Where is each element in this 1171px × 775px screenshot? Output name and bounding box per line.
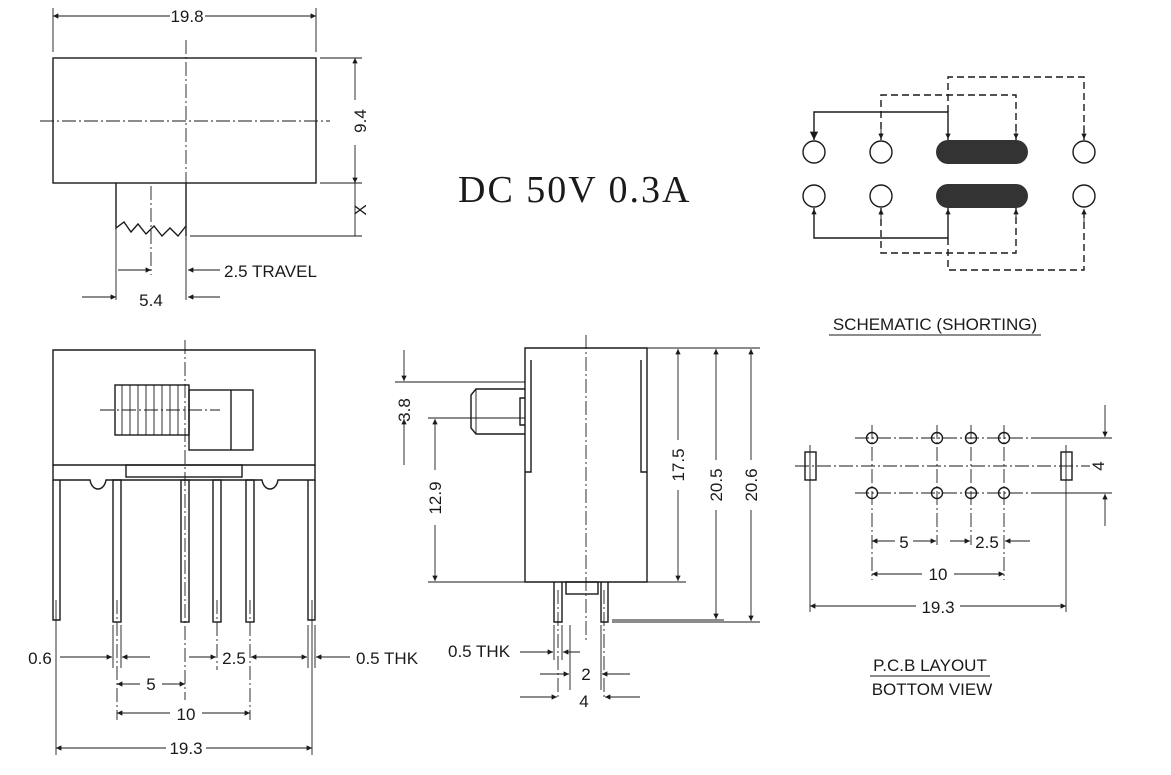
dim-2-side: 2 [581,665,590,684]
shorting-bar-bottom [936,184,1028,208]
dim-4-side: 4 [579,692,588,711]
dim-20-5: 20.5 [707,468,726,501]
pcb-dim-10: 10 [929,565,948,584]
top-width-label: 19.8 [170,7,203,26]
dim-20-6: 20.6 [742,468,761,501]
pcb-hole [964,431,978,445]
pin [180,479,190,623]
pcb-dim-19-3: 19.3 [921,598,954,617]
travel-label: 2.5 TRAVEL [224,262,317,281]
pcb-caption-2: BOTTOM VIEW [872,680,993,699]
slider-knob-top [115,183,187,238]
dim-0-6: 0.6 [28,649,52,668]
dim-3-8: 3.8 [395,398,414,422]
terminal [802,184,826,208]
terminal [869,140,893,164]
top-view: 19.8 9.4 X 2.5 TRAVEL 5.4 [40,7,370,310]
dim-19-3-front: 19.3 [169,739,202,758]
terminal [1072,140,1096,164]
front-view: 0.6 2.5 0.5 THK 5 10 19.3 [28,340,419,758]
rating-text: DC 50V 0.3A [458,169,692,211]
thk-side: 0.5 THK [448,642,511,661]
slider-knob-side [470,388,525,435]
pcb-dim-4: 4 [1089,461,1108,470]
terminal [1072,184,1096,208]
knob-width-label: 5.4 [139,291,163,310]
pcb-hole [997,431,1011,445]
switch-body-top [52,57,317,184]
mounting-slot [1060,451,1073,481]
pcb-hole [865,486,879,500]
terminal [869,184,893,208]
pcb-hole [964,486,978,500]
pcb-caption-1: P.C.B LAYOUT [873,656,987,675]
pcb-hole [997,486,1011,500]
mounting-slot [804,451,817,481]
thk-front: 0.5 THK [356,649,419,668]
pcb-hole [930,431,944,445]
pcb-dim-5: 5 [899,533,908,552]
pcb-hole [930,486,944,500]
dim-12-9: 12.9 [426,481,445,514]
top-height-label: 9.4 [351,109,370,133]
pcb-dim-2-5: 2.5 [975,533,999,552]
terminal [802,140,826,164]
pcb-hole [865,431,879,445]
schematic-caption: SCHEMATIC (SHORTING) [833,315,1037,334]
schematic: SCHEMATIC (SHORTING) [802,76,1096,336]
dim-2-5-front: 2.5 [222,649,246,668]
housing-front [52,349,316,466]
top-x-label: X [351,204,370,215]
shorting-bar-top [936,140,1028,164]
side-view: 3.8 12.9 17.5 20.5 20.6 0.5 THK 2 4 [395,335,761,711]
dim-5-front: 5 [146,675,155,694]
pcb-layout: 4 5 2.5 10 19.3 P.C.B LAYOUT BOTTOM VIEW [795,405,1112,699]
dim-10-front: 10 [177,705,196,724]
dim-17-5: 17.5 [669,448,688,481]
